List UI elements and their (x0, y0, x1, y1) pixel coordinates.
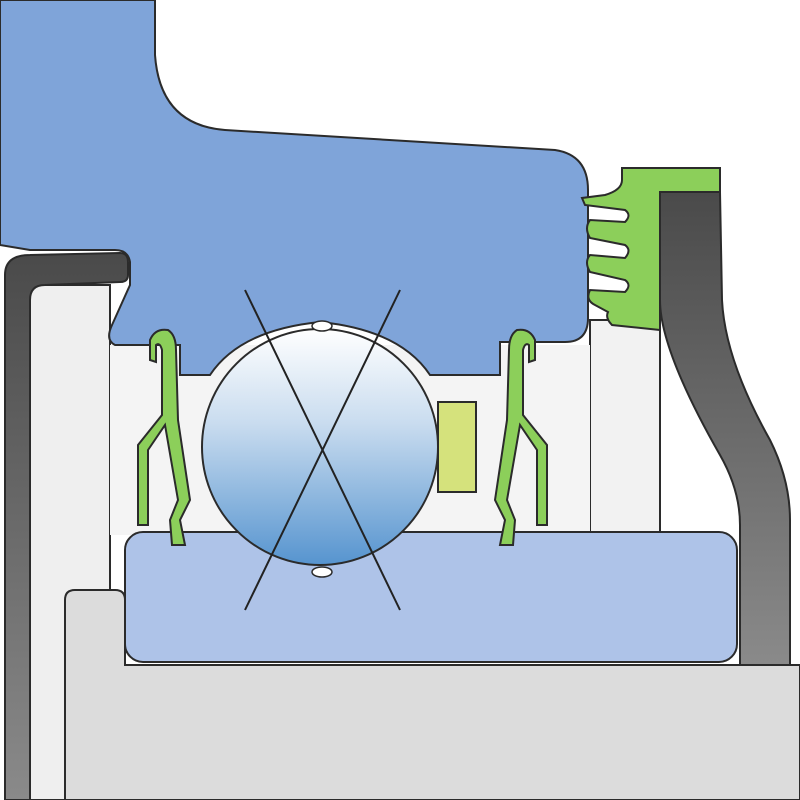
housing (0, 0, 589, 376)
right-shield (659, 191, 791, 666)
left-shield (4, 251, 129, 800)
spacer-plate (589, 319, 661, 536)
ball-contact-bottom (311, 566, 333, 578)
labyrinth-seal (580, 167, 721, 332)
left-seal (137, 328, 192, 546)
inner-ring (124, 531, 738, 663)
contact-line-2 (244, 289, 401, 611)
cage (437, 401, 477, 493)
ball-contact-top (311, 320, 333, 332)
right-seal (493, 328, 548, 546)
